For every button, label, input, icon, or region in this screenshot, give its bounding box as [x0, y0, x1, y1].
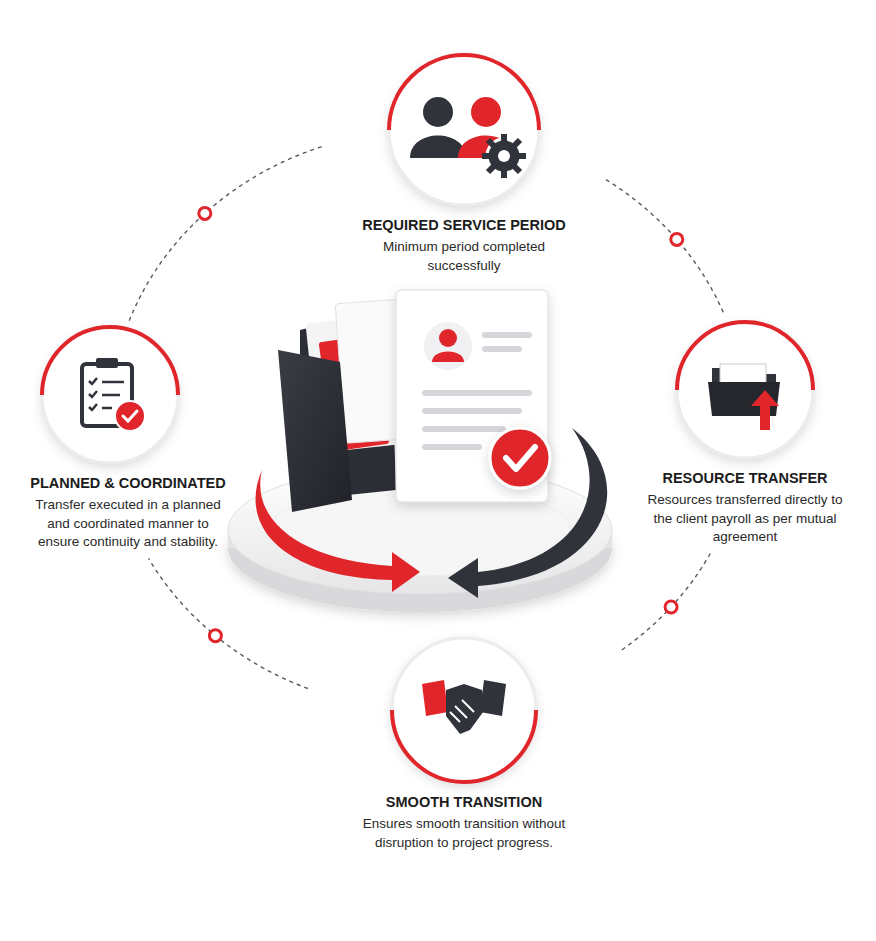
step-node: RESOURCE TRANSFER Resources transferred d… [632, 322, 858, 547]
step-node: REQUIRED SERVICE PERIOD Minimum period co… [329, 55, 599, 275]
icon-circle [389, 55, 539, 205]
step-node: SMOOTH TRANSITION Ensures smooth transiti… [314, 638, 614, 852]
step-node: PLANNED & COORDINATED Transfer executed i… [12, 327, 244, 552]
folder-icon [708, 364, 780, 430]
icon-circle [392, 638, 536, 782]
connector-dot [671, 233, 683, 245]
dashed-connector [606, 180, 725, 316]
step-description: Ensures smooth transition without disrup… [338, 815, 590, 852]
connector-dot [199, 207, 211, 219]
connector-dot [665, 601, 677, 613]
step-heading: PLANNED & COORDINATED [12, 475, 244, 491]
handshake-icon [422, 680, 506, 734]
step-description: Minimum period completed successfully [377, 238, 552, 275]
step-description: Transfer executed in a planned and coord… [33, 496, 223, 552]
icon-circle [677, 322, 813, 458]
step-heading: RESOURCE TRANSFER [632, 470, 858, 486]
clipboard-icon [82, 358, 145, 431]
connector-dot [209, 630, 221, 642]
people-icon [410, 97, 526, 178]
step-heading: SMOOTH TRANSITION [314, 794, 614, 810]
dashed-connector [621, 554, 711, 651]
document-folder [278, 290, 550, 512]
step-description: Resources transferred directly to the cl… [643, 491, 847, 547]
dashed-connector [129, 147, 322, 321]
icon-circle [42, 327, 178, 463]
step-heading: REQUIRED SERVICE PERIOD [329, 217, 599, 233]
